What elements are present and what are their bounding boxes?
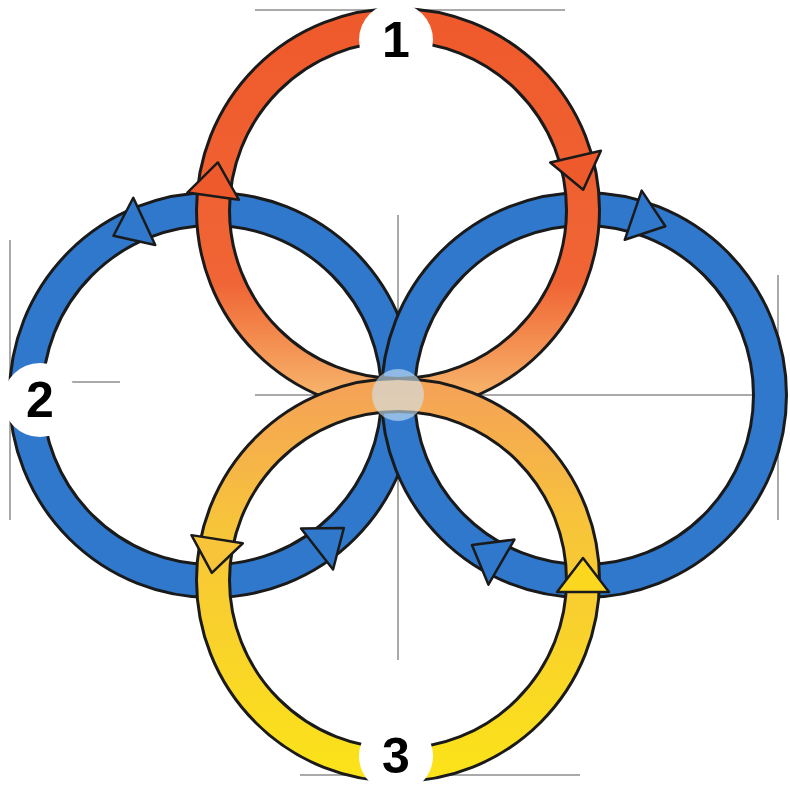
callout-number: 1 bbox=[359, 3, 433, 77]
ring-outline bbox=[213, 25, 583, 395]
arrowhead bbox=[625, 191, 674, 251]
arrowhead bbox=[459, 523, 514, 585]
arrowhead bbox=[301, 508, 360, 570]
arrowhead bbox=[550, 151, 608, 196]
arrowhead bbox=[187, 159, 243, 200]
ring-outline bbox=[213, 395, 583, 765]
callout-number: 2 bbox=[3, 363, 77, 437]
callout-number: 3 bbox=[359, 719, 433, 793]
red-ring bbox=[213, 25, 583, 395]
guide-lines bbox=[10, 10, 785, 775]
centre-glow bbox=[372, 369, 424, 421]
arrowhead bbox=[186, 535, 243, 577]
arrowhead bbox=[557, 558, 609, 592]
yellow-ring bbox=[213, 395, 583, 765]
arrowhead bbox=[102, 198, 155, 259]
